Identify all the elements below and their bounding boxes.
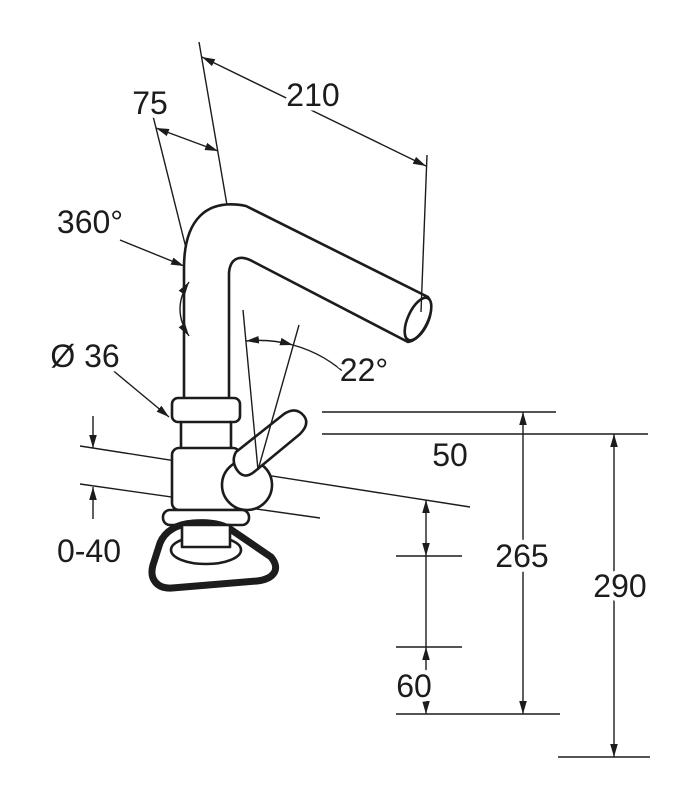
dimension-labels: 75 210 360° Ø 36 22° 50 0-40 265 290 60 xyxy=(46,73,651,709)
label-lever-angle: 22° xyxy=(340,352,388,388)
dimension-annotations xyxy=(89,41,650,758)
label-dim-60: 60 xyxy=(396,668,432,704)
label-spout-reach: 210 xyxy=(286,77,339,113)
label-dim-290: 290 xyxy=(593,568,646,604)
extension-line-outlet xyxy=(420,154,428,313)
label-body-diameter: Ø 36 xyxy=(50,338,119,374)
lever-handle xyxy=(232,409,308,477)
swivel-leader-arrow xyxy=(119,239,185,267)
lever-angle-arc-extension xyxy=(292,344,351,379)
faucet-outline xyxy=(148,203,433,592)
spout-and-riser xyxy=(182,203,433,402)
counter-top-line xyxy=(79,445,471,508)
label-dim-50: 50 xyxy=(432,437,468,473)
swivel-rotation-arrow xyxy=(178,281,190,337)
lever-angle-ray-1 xyxy=(242,309,259,471)
label-mounting-depth-range: 0-40 xyxy=(57,533,121,569)
dimension-line-75 xyxy=(155,127,219,152)
mounting-surface-lines xyxy=(79,445,471,519)
spout-outlet xyxy=(403,296,433,342)
label-dim-265: 265 xyxy=(495,538,548,574)
diameter-leader-arrow xyxy=(109,367,170,418)
label-spout-offset: 75 xyxy=(132,85,168,121)
label-swivel-angle: 360° xyxy=(57,204,123,240)
base-cylinder xyxy=(180,523,232,549)
lever-angle-arc xyxy=(245,335,294,346)
dimension-line-210 xyxy=(201,56,427,167)
swivel-collar xyxy=(170,396,242,424)
lever-angle-ray-2 xyxy=(257,324,300,471)
